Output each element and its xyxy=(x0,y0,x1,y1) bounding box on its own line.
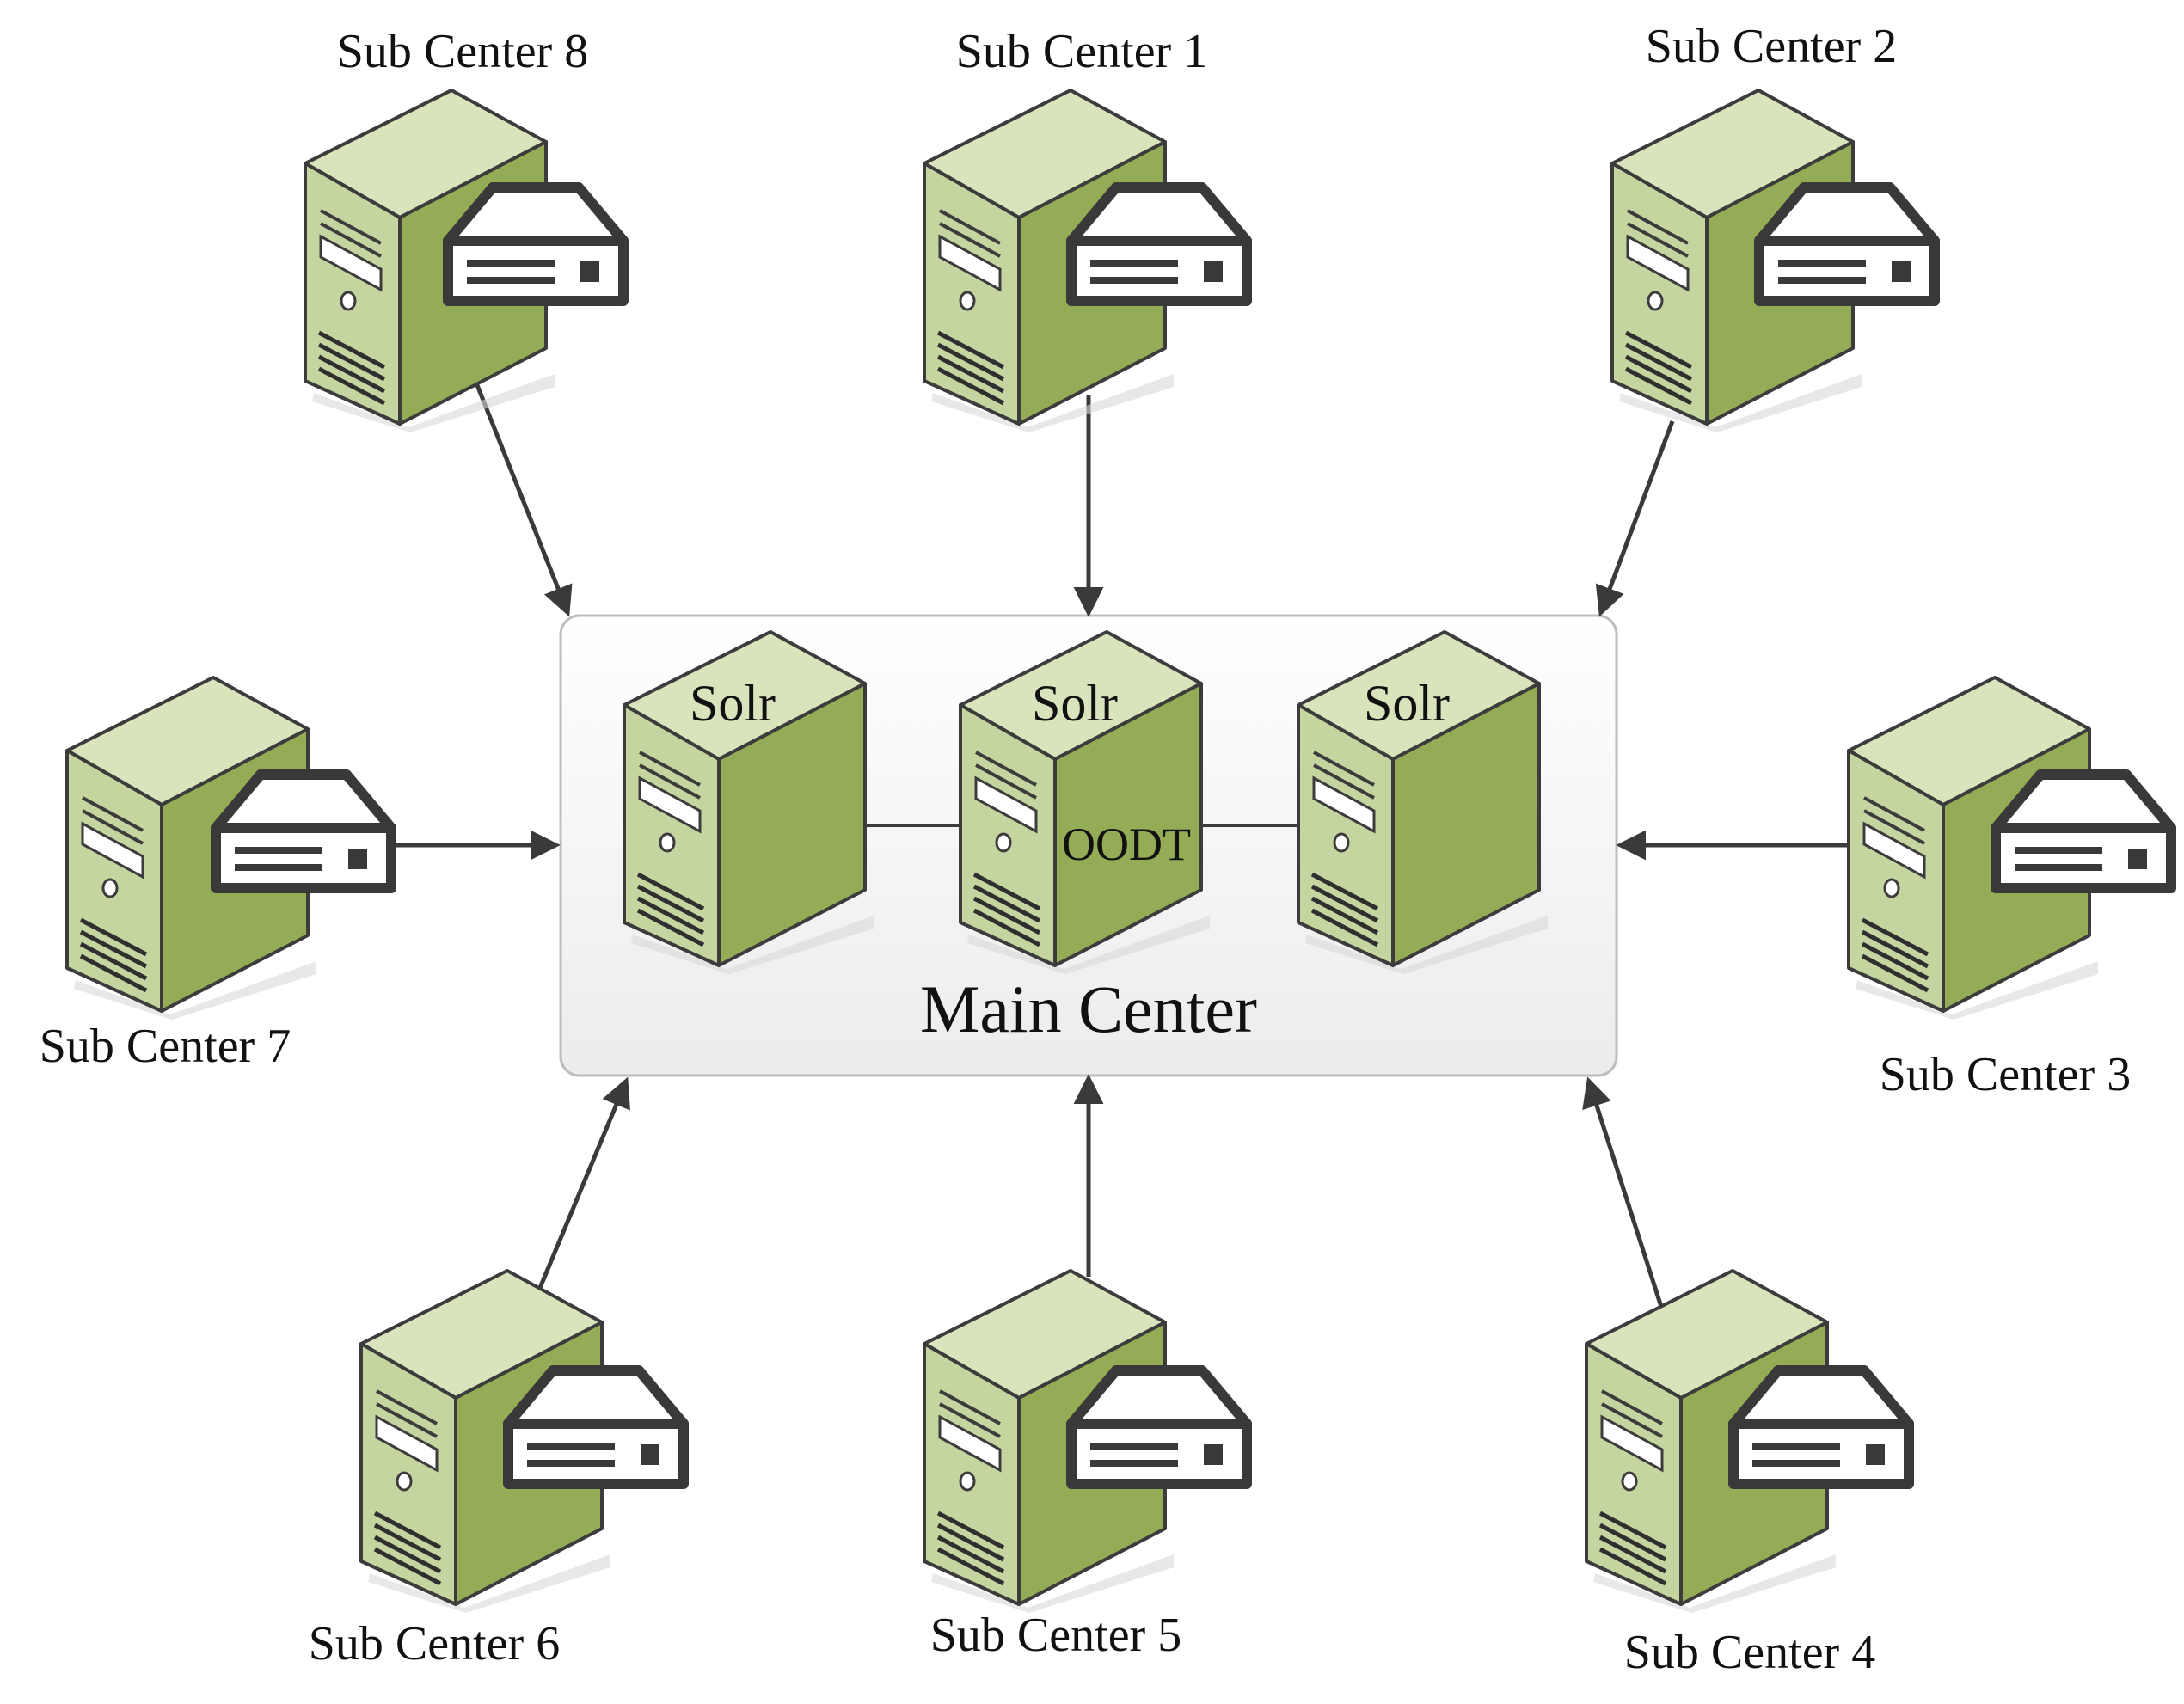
oodt-label: OODT xyxy=(1062,818,1191,870)
sub-center-7: Sub Center 7 xyxy=(40,677,391,1073)
sub-center-label: Sub Center 4 xyxy=(1624,1626,1875,1679)
sub-center-8: Sub Center 8 xyxy=(305,25,623,432)
main-center-label: Main Center xyxy=(920,972,1257,1046)
sub-center-label: Sub Center 2 xyxy=(1646,20,1897,73)
connections xyxy=(394,384,1849,1308)
storage-drive-icon xyxy=(1759,187,1935,301)
storage-drive-icon xyxy=(1071,1370,1247,1484)
sub-center-4: Sub Center 4 xyxy=(1586,1271,1909,1679)
storage-drive-icon xyxy=(508,1370,684,1484)
sub-center-label: Sub Center 7 xyxy=(40,1020,291,1073)
storage-drive-icon xyxy=(448,187,623,301)
sub-center-label: Sub Center 3 xyxy=(1880,1048,2131,1101)
sub-center-label: Sub Center 8 xyxy=(337,25,588,78)
sub-center-1: Sub Center 1 xyxy=(924,25,1247,432)
storage-drive-icon xyxy=(1996,775,2171,888)
storage-drive-icon xyxy=(216,775,391,888)
main-center: Solr Solr Solr OODT Main Center xyxy=(559,614,1618,1077)
storage-drive-icon xyxy=(1071,187,1247,301)
sub-center-label: Sub Center 1 xyxy=(956,25,1207,78)
arrow-sub-center-4 xyxy=(1582,1076,1664,1308)
sub-center-label: Sub Center 5 xyxy=(930,1609,1181,1662)
sub-center-2: Sub Center 2 xyxy=(1612,20,1935,432)
sub-center-6: Sub Center 6 xyxy=(309,1271,684,1670)
arrow-sub-center-2 xyxy=(1595,420,1675,617)
solr-label: Solr xyxy=(690,675,776,732)
arrow-sub-center-6 xyxy=(537,1076,630,1289)
storage-drive-icon xyxy=(1733,1370,1909,1484)
arrow-sub-center-8 xyxy=(475,384,573,617)
sub-center-5: Sub Center 5 xyxy=(924,1271,1247,1662)
solr-label: Solr xyxy=(1364,675,1450,732)
solr-label: Solr xyxy=(1032,675,1118,732)
sub-center-3: Sub Center 3 xyxy=(1849,677,2171,1101)
sub-center-label: Sub Center 6 xyxy=(309,1617,560,1670)
